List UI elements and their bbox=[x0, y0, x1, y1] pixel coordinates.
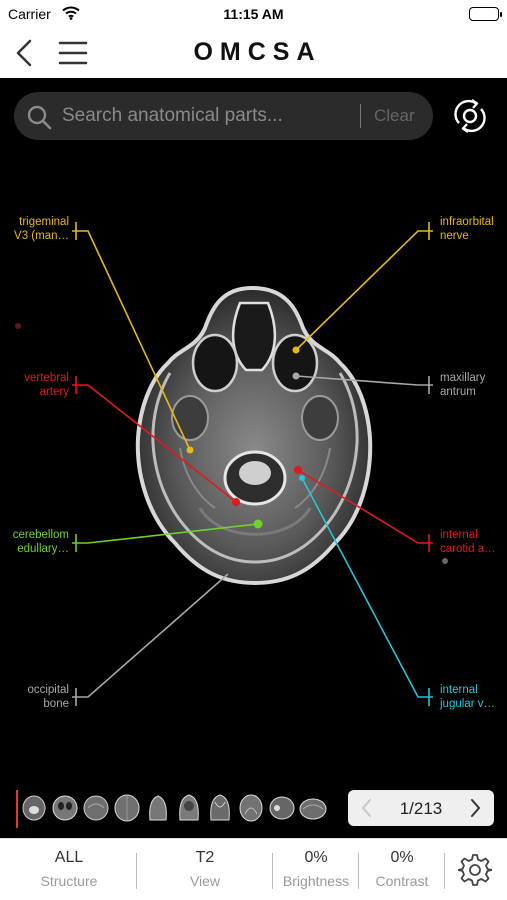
structure-control[interactable]: ALL Structure bbox=[20, 849, 118, 893]
thumbnail[interactable] bbox=[144, 792, 172, 824]
label-internal-carotid[interactable]: internal carotid a… bbox=[440, 529, 496, 555]
view-control[interactable]: T2 View bbox=[160, 849, 250, 893]
thumbnail-strip bbox=[0, 788, 507, 832]
dot-vertebral[interactable] bbox=[232, 498, 240, 506]
label-infraorbital[interactable]: infraorbital nerve bbox=[440, 216, 494, 242]
contrast-control[interactable]: 0% Contrast bbox=[362, 849, 442, 893]
thumbnail[interactable] bbox=[20, 792, 48, 824]
toolbar-divider bbox=[272, 853, 273, 889]
carrier-label: Carrier bbox=[8, 6, 51, 22]
slice-pager: 1/213 bbox=[348, 790, 494, 826]
search-icon bbox=[26, 104, 52, 130]
structure-value: ALL bbox=[54, 849, 84, 866]
label-maxillary[interactable]: maxillary antrum bbox=[440, 372, 486, 398]
clock: 11:15 AM bbox=[223, 6, 284, 22]
dot-internal-carotid[interactable] bbox=[294, 466, 302, 474]
thumbnail[interactable] bbox=[82, 792, 110, 824]
dot-maxillary[interactable] bbox=[292, 372, 300, 380]
annotation-lines bbox=[72, 222, 433, 706]
thumbnail[interactable] bbox=[175, 792, 203, 824]
current-slice-marker bbox=[16, 790, 18, 828]
thumbnail[interactable] bbox=[237, 792, 265, 824]
status-bar: Carrier 11:15 AM bbox=[0, 0, 507, 28]
bottom-toolbar: ALL Structure T2 View 0% Brightness 0% C… bbox=[0, 838, 507, 900]
view-label: View bbox=[189, 873, 221, 889]
view-value: T2 bbox=[195, 849, 215, 866]
mri-slice bbox=[135, 285, 373, 586]
label-trigeminal[interactable]: trigeminal V3 (man… bbox=[14, 216, 69, 242]
structure-label: Structure bbox=[40, 873, 98, 889]
structure-dots bbox=[15, 323, 448, 564]
label-internal-jugular[interactable]: internal jugular v… bbox=[440, 684, 495, 710]
contrast-label: Contrast bbox=[375, 873, 429, 889]
brightness-value: 0% bbox=[304, 849, 328, 866]
dot-cerebellom[interactable] bbox=[253, 519, 263, 529]
dot-faint-right bbox=[442, 558, 448, 564]
label-cerebellom[interactable]: cerebellom edullary… bbox=[12, 529, 69, 555]
clear-button[interactable]: Clear bbox=[374, 106, 415, 125]
thumbnail[interactable] bbox=[206, 792, 234, 824]
slice-counter: 1/213 bbox=[399, 799, 443, 818]
brightness-label: Brightness bbox=[282, 873, 350, 889]
search-bar: Clear bbox=[14, 92, 433, 140]
battery-icon bbox=[469, 7, 502, 21]
dot-infraorbital[interactable] bbox=[292, 346, 300, 354]
image-viewer[interactable]: Clear bbox=[0, 78, 507, 838]
contrast-value: 0% bbox=[390, 849, 414, 866]
mri-scan bbox=[15, 222, 448, 706]
dot-faint-left bbox=[15, 323, 21, 329]
toolbar-divider bbox=[444, 853, 445, 889]
page-title: OMCSA bbox=[193, 38, 322, 66]
thumbnail[interactable] bbox=[51, 792, 79, 824]
label-occipital[interactable]: occipital bone bbox=[27, 684, 69, 710]
toolbar-divider bbox=[358, 853, 359, 889]
search-divider bbox=[360, 104, 361, 128]
thumbnail[interactable] bbox=[113, 792, 141, 824]
wifi-icon bbox=[62, 6, 80, 25]
dot-trigeminal[interactable] bbox=[186, 446, 194, 454]
toolbar-divider bbox=[136, 853, 137, 889]
dot-internal-jugular[interactable] bbox=[299, 475, 305, 481]
search-input[interactable] bbox=[62, 100, 342, 132]
thumbnail[interactable] bbox=[299, 792, 327, 824]
back-icon[interactable] bbox=[10, 36, 42, 70]
gear-icon[interactable] bbox=[457, 853, 493, 887]
orientation-icon[interactable] bbox=[450, 96, 490, 136]
brightness-control[interactable]: 0% Brightness bbox=[276, 849, 356, 893]
thumbnail[interactable] bbox=[268, 792, 296, 824]
scan-area[interactable]: trigeminal V3 (man… infraorbital nerve v… bbox=[0, 148, 507, 788]
menu-icon[interactable] bbox=[58, 40, 88, 66]
nav-bar: OMCSA bbox=[0, 28, 507, 78]
label-vertebral[interactable]: vertebral artery bbox=[24, 372, 69, 398]
chevron-right-icon[interactable] bbox=[468, 797, 482, 819]
chevron-left-icon[interactable] bbox=[360, 797, 374, 819]
